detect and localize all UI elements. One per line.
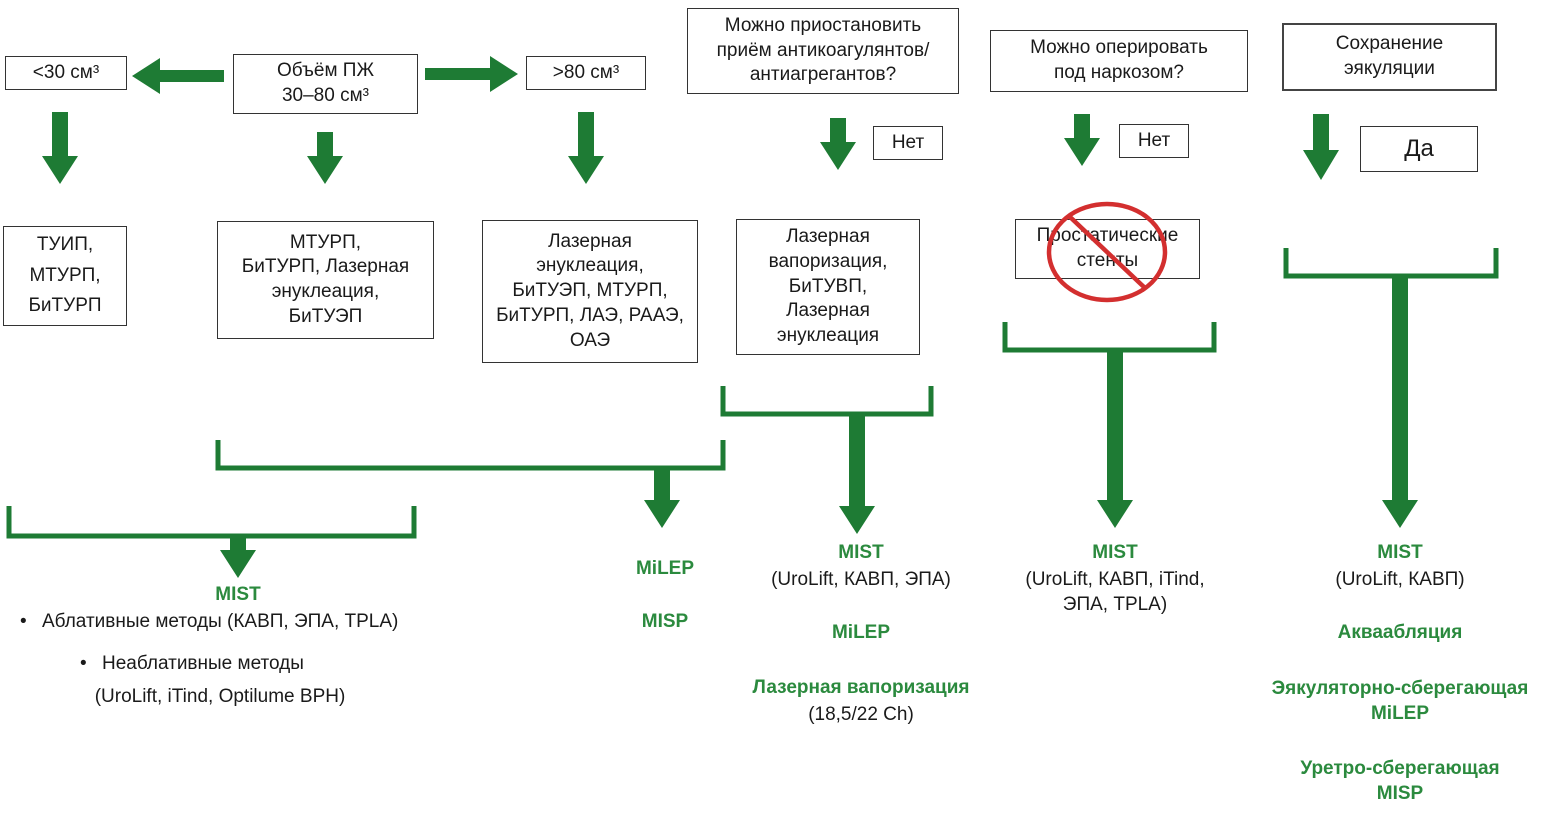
arrow-down-center (307, 132, 343, 184)
answer-ejaculation-box: Да (1360, 126, 1478, 172)
arrow-down-anticoag (820, 118, 856, 170)
col1-mist-label: MIST (215, 584, 261, 605)
col5-mist-detail: (UroLift, КАВП) (1335, 569, 1465, 590)
col5-ejac-milep: Эякуляторно-сберегающая MiLEP (1271, 678, 1529, 724)
prohibited-icon (1046, 201, 1168, 303)
procedures-anticoag-box: Лазерная вапоризация, БиТУВП, Лазерная э… (736, 219, 920, 355)
answer-anesthesia-box: Нет (1119, 124, 1189, 158)
col2-misp: MISP (641, 611, 689, 632)
col3-mist-detail: (UroLift, КАВП, ЭПА) (771, 569, 951, 590)
arrow-down-col1-result (220, 536, 256, 578)
arrow-down-col5-result (1382, 278, 1418, 528)
bracket-col5 (1283, 248, 1499, 279)
arrow-down-small (42, 112, 78, 184)
col4-mist-detail: (UroLift, КАВП, iTind, ЭПА, TPLA) (1025, 569, 1205, 615)
col1-ablative-text: Аблативные методы (КАВП, ЭПА, TPLA) (42, 611, 399, 632)
arrow-down-col4-result (1097, 350, 1133, 528)
question-ejaculation-box: Сохранение эякуляции (1282, 23, 1497, 91)
procedures-small-box: ТУИП, МТУРП, БиТУРП (3, 226, 127, 326)
arrow-down-large (568, 112, 604, 184)
arrow-down-anesthesia (1064, 114, 1100, 166)
volume-small-box: <30 см³ (5, 56, 127, 90)
col3-milep: MiLEP (831, 622, 891, 643)
bracket-col4 (1002, 322, 1217, 353)
col2-milep: MiLEP (635, 558, 695, 579)
question-anesthesia-box: Можно оперировать под наркозом? (990, 30, 1248, 92)
col1-ablative-item: Аблативные методы (КАВП, ЭПА, TPLA) (20, 610, 480, 635)
col3-mist-label: MIST (838, 542, 884, 563)
volume-large-box: >80 см³ (526, 56, 646, 90)
arrow-down-ejaculation (1303, 114, 1339, 180)
question-anticoag-box: Можно приостановить приём антикоагулянто… (687, 8, 959, 94)
col1-nonablative-text: Неаблативные методы (102, 653, 304, 674)
arrow-left-to-small-volume (132, 58, 224, 94)
col5-urethra-misp: Уретро-сберегающая MISP (1300, 758, 1500, 804)
procedures-large-box: Лазерная энуклеация, БиТУЭП, МТУРП, БиТУ… (482, 220, 698, 363)
procedures-center-box: МТУРП, БиТУРП, Лазерная энуклеация, БиТУ… (217, 221, 434, 339)
arrow-down-col3-result (839, 416, 875, 534)
col5-mist-label: MIST (1377, 542, 1423, 563)
col1-nonablative-list: (UroLift, iTind, Optilume BPH) (94, 686, 346, 707)
col3-laser-detail: (18,5/22 Ch) (808, 704, 914, 725)
bracket-col1 (6, 506, 417, 539)
col1-nonablative-item: Неаблативные методы (80, 652, 380, 677)
volume-center-box: Объём ПЖ 30–80 см³ (233, 54, 418, 114)
arrow-right-to-large-volume (425, 56, 518, 92)
bracket-col2 (215, 440, 726, 471)
procedures-anesthesia-box: Простатические стенты (1015, 219, 1200, 279)
col5-aquaablation: Акваабляция (1337, 622, 1463, 643)
arrow-down-col2-result (644, 470, 680, 528)
answer-anticoag-box: Нет (873, 126, 943, 160)
bracket-col3 (720, 386, 934, 417)
col4-mist-label: MIST (1092, 542, 1138, 563)
col3-laser: Лазерная вапоризация (752, 677, 970, 698)
